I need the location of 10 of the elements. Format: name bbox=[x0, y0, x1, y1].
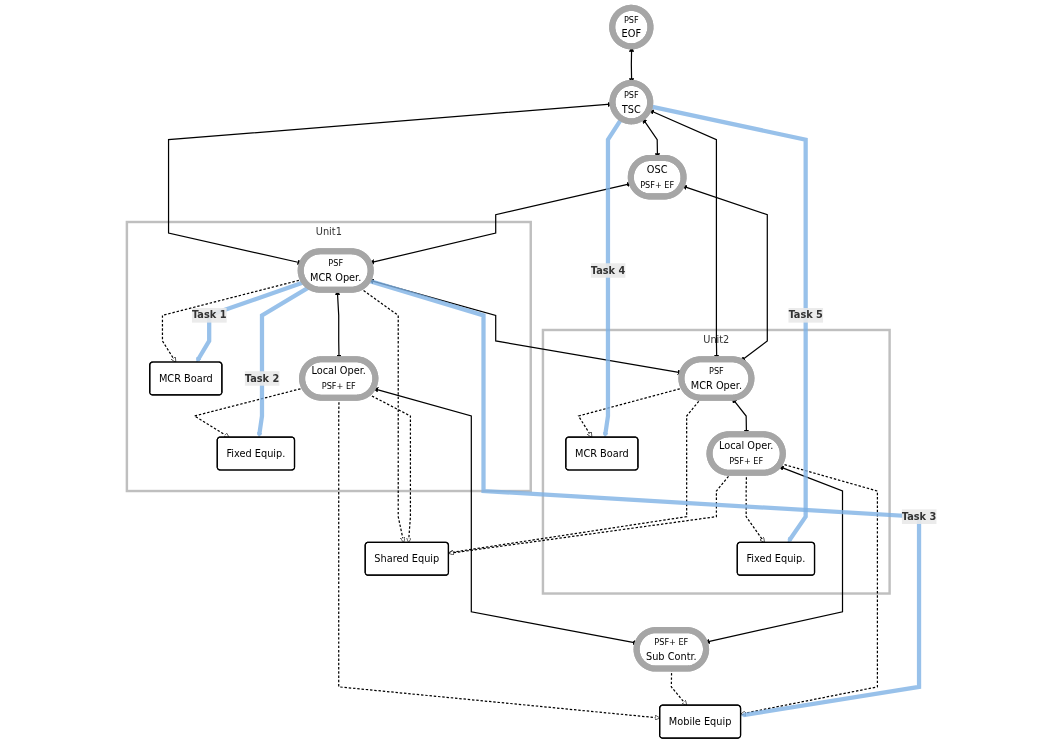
arrow bbox=[256, 285, 311, 438]
edge-label: Task 3 bbox=[901, 510, 937, 523]
arrow bbox=[740, 462, 878, 716]
edge-label: Task 2 bbox=[244, 372, 280, 384]
arrow bbox=[602, 117, 624, 438]
edge-label: Task 5 bbox=[788, 309, 823, 321]
arrow bbox=[649, 104, 808, 543]
edge-label: Task 1 bbox=[191, 309, 227, 321]
arrow bbox=[681, 184, 768, 362]
edge-label: Task 4 bbox=[590, 264, 626, 276]
